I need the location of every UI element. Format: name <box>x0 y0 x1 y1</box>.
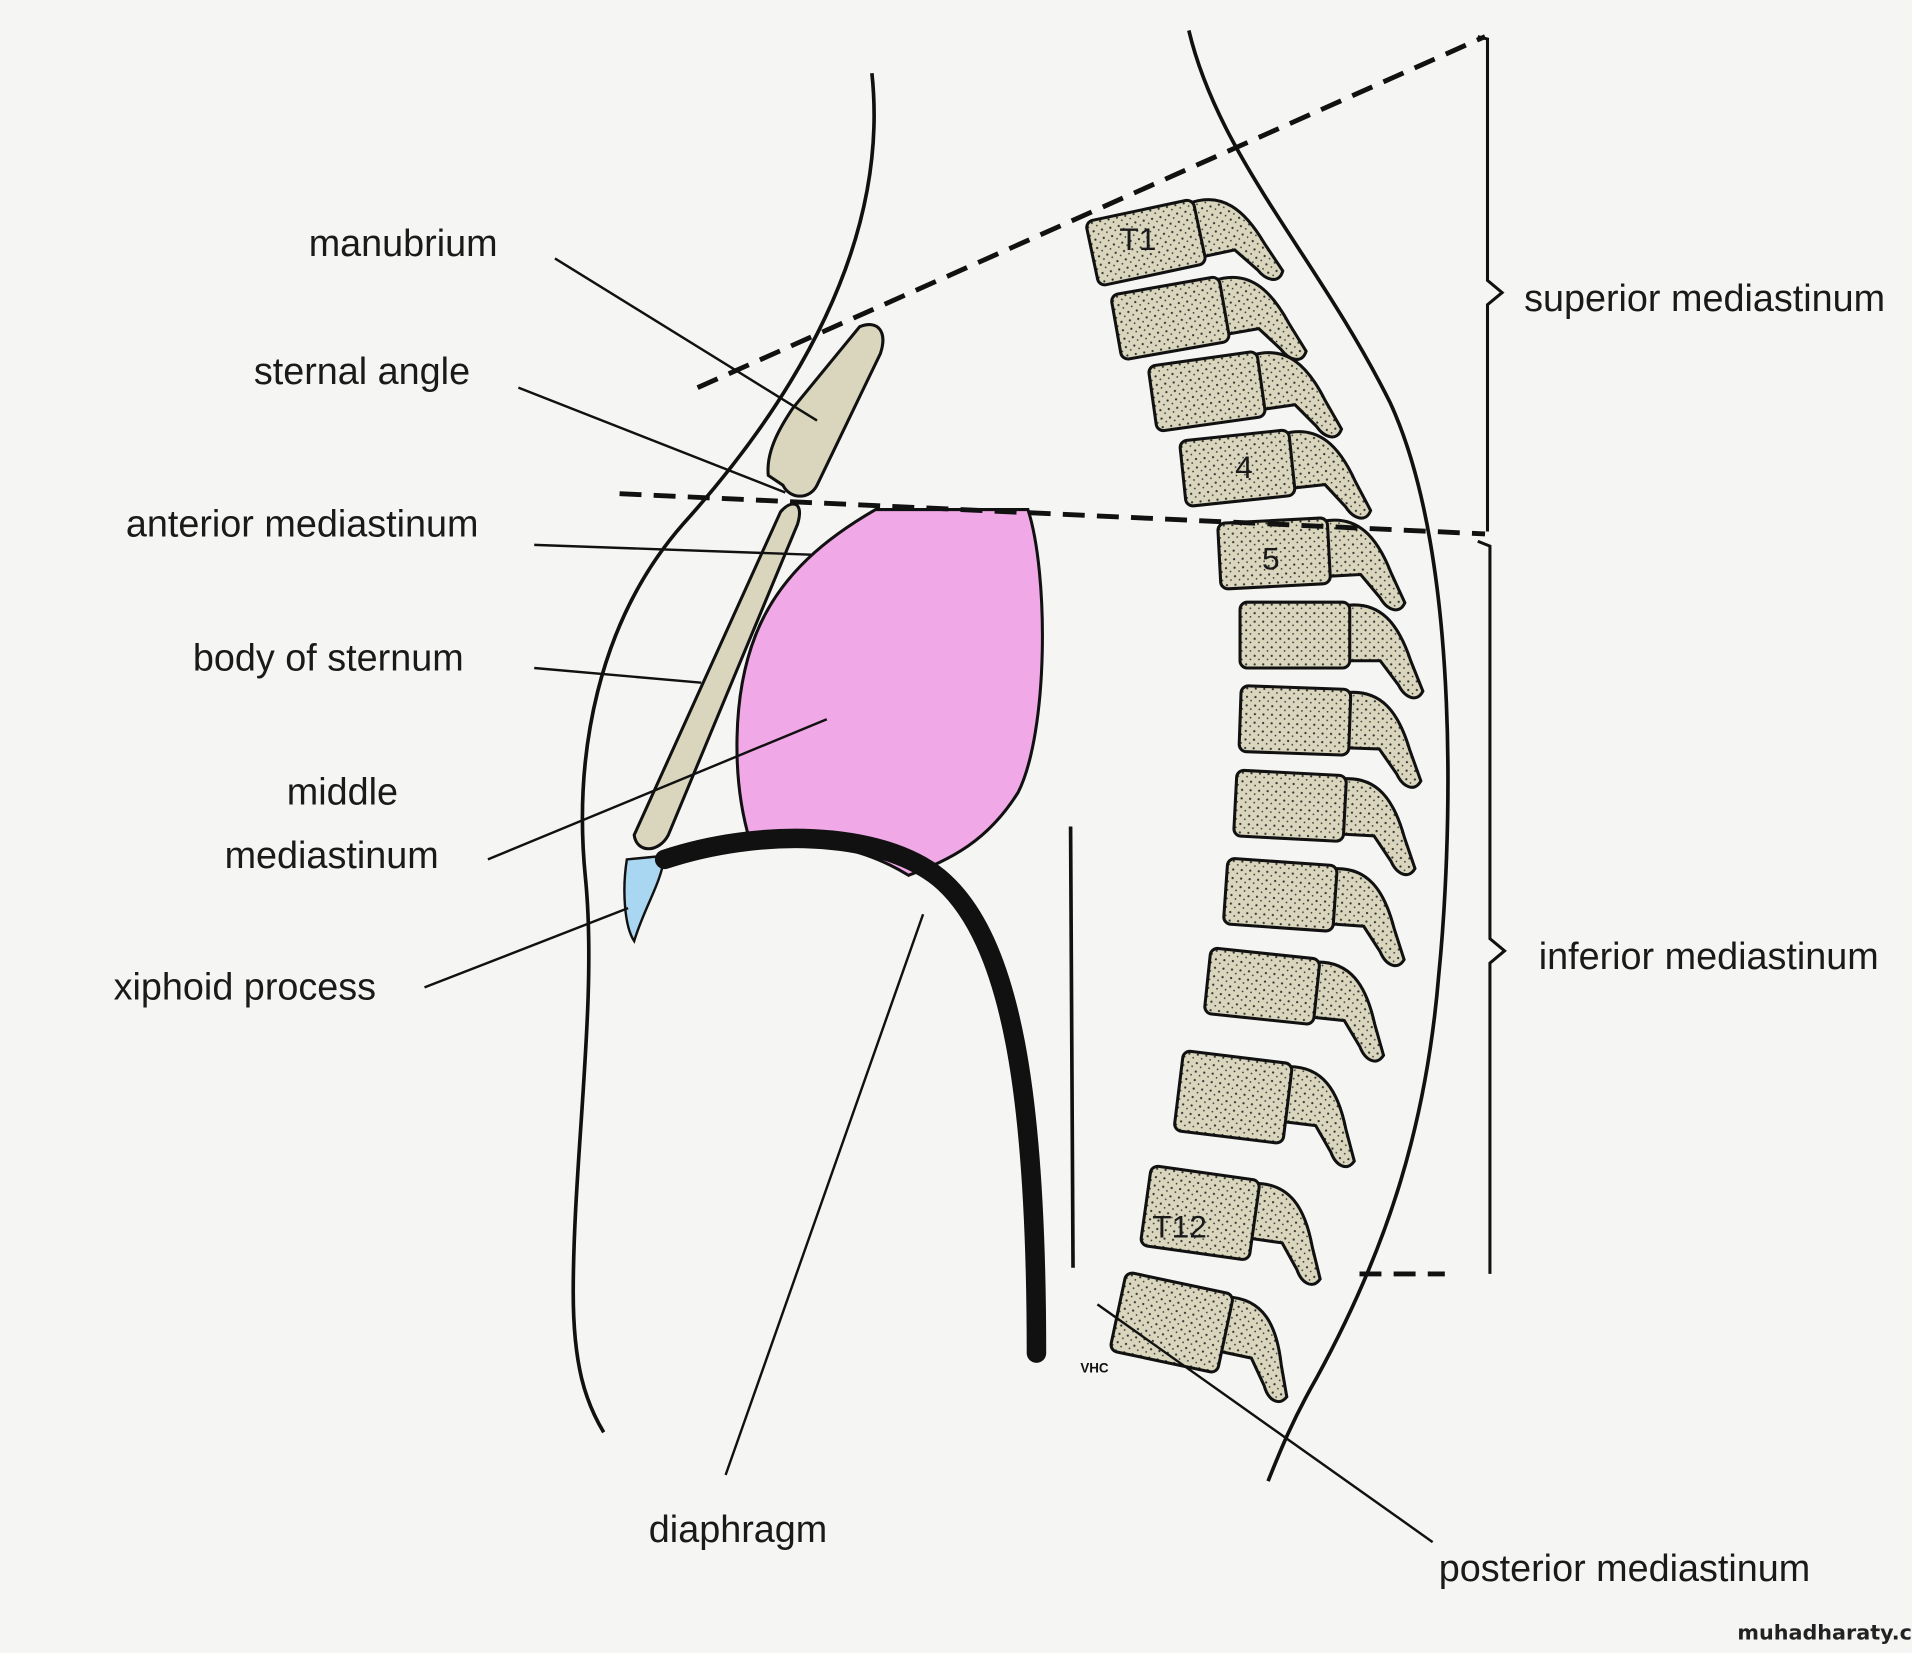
watermark: muhadharaty.com <box>1737 1621 1912 1645</box>
label-manubrium: manubrium <box>309 223 498 265</box>
spinous-process <box>1219 1295 1289 1404</box>
vertebral-body <box>1178 428 1297 508</box>
spinous-process <box>1341 603 1425 700</box>
vertebra <box>1110 275 1308 361</box>
vertebra-label-4: 4 <box>1235 449 1253 485</box>
vertebral-body <box>1147 350 1267 433</box>
spinous-process <box>1283 1065 1356 1169</box>
vertebral-body <box>1222 857 1339 933</box>
anterior-body-wall <box>571 72 876 1434</box>
vertebral-body <box>1216 516 1332 591</box>
vertebra <box>1139 1164 1322 1286</box>
vertebra <box>1237 684 1423 789</box>
diaphragm-line <box>654 828 1047 1363</box>
label-sternal-angle: sternal angle <box>254 351 470 393</box>
artist-initials: VHC <box>1080 1361 1109 1376</box>
spinous-process <box>1329 867 1406 968</box>
label-inferior-mediastinum: inferior mediastinum <box>1539 936 1879 978</box>
spinous-process <box>1319 518 1407 612</box>
label-superior-mediastinum: superior mediastinum <box>1524 278 1885 320</box>
spinous-process <box>1343 690 1423 789</box>
thoracic-vertebral-column <box>1085 198 1425 1404</box>
label-middle-mediastinum: mediastinum <box>225 835 439 877</box>
manubrium-bone <box>766 323 885 498</box>
label-body-of-sternum: body of sternum <box>193 637 464 679</box>
spinous-process <box>1250 1181 1322 1286</box>
vertebra <box>1178 428 1373 520</box>
posterior-body-wall <box>1187 30 1450 1482</box>
vertebra-label-5: 5 <box>1262 540 1280 576</box>
vertebra <box>1109 1271 1289 1404</box>
spinous-process <box>1249 351 1344 439</box>
middle-mediastinum-region <box>735 508 1044 877</box>
vertebra <box>1147 350 1344 439</box>
vertebra <box>1173 1049 1356 1169</box>
vertebral-body <box>1085 198 1207 287</box>
vertebral-body <box>1203 946 1321 1026</box>
spinous-process <box>1338 777 1417 877</box>
vertebra-label-t1: T1 <box>1119 221 1156 257</box>
vertebra <box>1238 600 1425 700</box>
vertebral-body <box>1110 275 1231 361</box>
vertebra-label-t12: T12 <box>1152 1208 1207 1244</box>
body-of-sternum-bone <box>632 502 801 851</box>
posterior-mediastinum-boundary <box>1068 826 1075 1268</box>
vertebra <box>1203 946 1386 1063</box>
label-anterior-mediastinum: anterior mediastinum <box>126 503 479 545</box>
superior-mediastinum-brace <box>1477 35 1505 532</box>
label-middle: middle <box>287 772 398 814</box>
spinous-process <box>1312 960 1386 1063</box>
label-diaphragm: diaphragm <box>649 1509 827 1551</box>
xiphoid-process-bone <box>623 854 667 944</box>
leader-lines <box>424 257 1434 1544</box>
vertebral-body <box>1237 684 1353 757</box>
vertebral-body <box>1232 768 1348 843</box>
vertebral-body <box>1139 1164 1261 1261</box>
vertebra <box>1216 516 1407 612</box>
vertebra <box>1085 198 1285 287</box>
inferior-mediastinum-brace <box>1477 539 1507 1274</box>
spinous-process <box>1281 430 1373 520</box>
vertebral-body <box>1238 600 1352 670</box>
spinous-process <box>1211 275 1308 361</box>
vertebra <box>1222 857 1406 968</box>
label-posterior-mediastinum: posterior mediastinum <box>1439 1548 1811 1590</box>
dashed-boundary-lines <box>619 34 1487 1277</box>
spinous-process <box>1185 198 1285 281</box>
vertebral-body <box>1109 1271 1234 1374</box>
vertebral-body <box>1173 1049 1294 1145</box>
vertebra <box>1232 768 1417 877</box>
label-xiphoid-process: xiphoid process <box>114 967 376 1009</box>
